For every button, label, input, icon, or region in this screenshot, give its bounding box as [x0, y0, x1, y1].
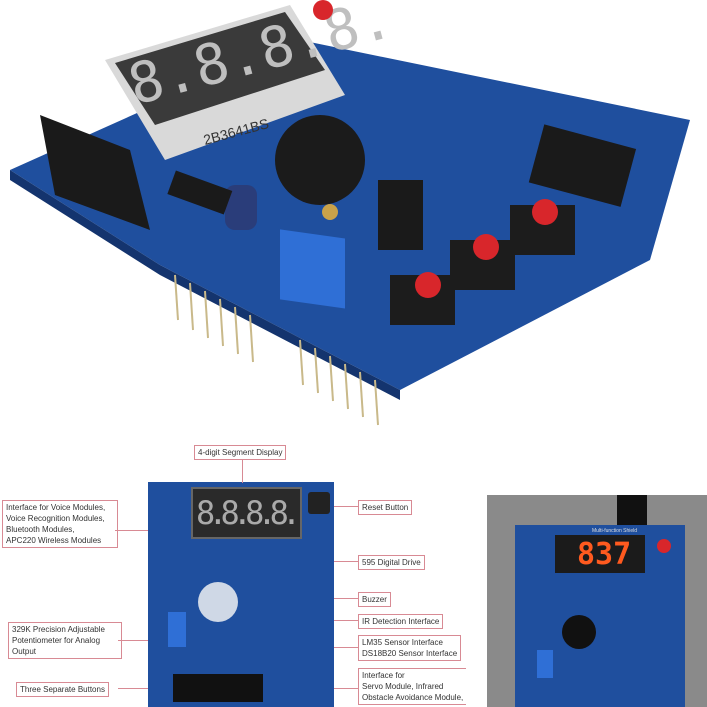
callout-sensor: LM35 Sensor Interface DS18B20 Sensor Int… — [358, 635, 462, 661]
callout-buzzer: Buzzer — [358, 592, 391, 607]
diagram-buzzer — [198, 582, 238, 622]
capacitor — [225, 185, 257, 230]
side-usb-cable — [617, 495, 647, 525]
buzzer — [275, 115, 365, 205]
button-red-2 — [473, 234, 499, 260]
diagram-display: 8.8.8.8. — [191, 487, 302, 539]
side-potentiometer — [537, 650, 553, 678]
callout-voice: Interface for Voice Modules, Voice Recog… — [2, 500, 118, 548]
pin-header-right — [528, 124, 637, 207]
side-buzzer — [562, 615, 596, 649]
callout-buttons: Three Separate Buttons — [16, 682, 109, 697]
side-display: 837 — [555, 535, 645, 573]
diagram-reset-button — [308, 492, 330, 514]
side-board-label: Multi-function Shield — [592, 528, 638, 534]
diagram-buttons — [173, 674, 263, 702]
ic-chip — [167, 170, 233, 215]
diagram-display-digits: 8.8.8.8. — [196, 494, 301, 532]
side-photo: Multi-function Shield 837 — [487, 495, 707, 707]
side-reset-button — [657, 539, 671, 553]
pcb-edge — [10, 170, 400, 400]
side-display-value: 837 — [577, 537, 632, 572]
button-red-3 — [532, 199, 558, 225]
potentiometer — [280, 229, 345, 309]
shield-photo: 8.8.8.8. 2B3641BS — [10, 0, 690, 426]
jumper — [378, 180, 423, 250]
header-pins — [174, 274, 379, 426]
diagram-potentiometer — [168, 612, 186, 647]
callout-ir: IR Detection Interface — [358, 614, 444, 629]
callout-reset: Reset Button — [358, 500, 413, 515]
diagram-board: 8.8.8.8. — [148, 482, 334, 707]
reset-button — [313, 0, 333, 20]
female-header — [40, 115, 150, 230]
button-red-1 — [415, 272, 441, 298]
callout-servo: Interface for Servo Module, Infrared Obs… — [358, 668, 467, 705]
callout-drive: 595 Digital Drive — [358, 555, 425, 570]
callout-potentiometer: 329K Precision Adjustable Potentiometer … — [8, 622, 122, 659]
callout-display: 4-digit Segment Display — [194, 445, 287, 460]
push-buttons — [390, 199, 575, 325]
